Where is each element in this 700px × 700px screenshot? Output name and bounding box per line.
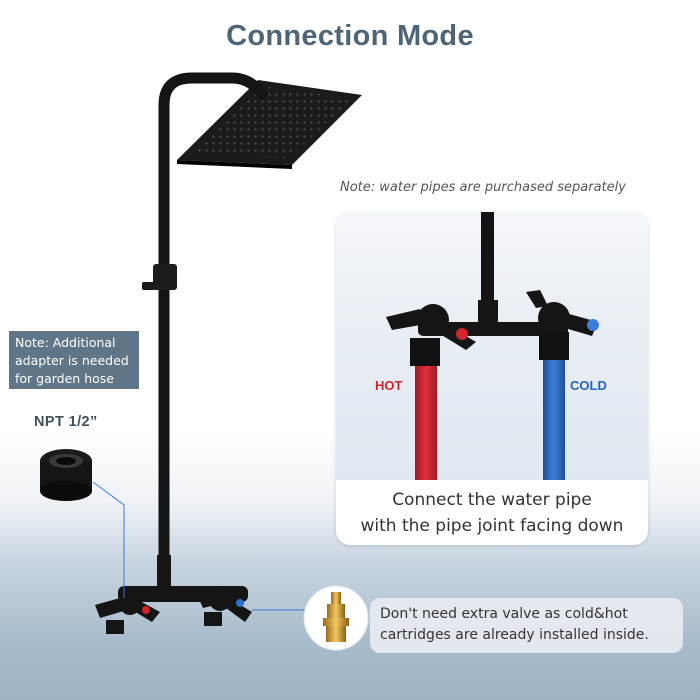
shower-head-icon	[177, 80, 362, 169]
hot-label: HOT	[375, 378, 403, 393]
mixer-valve-icon	[95, 555, 252, 634]
card-pipes-graphic	[386, 212, 599, 480]
cold-label: COLD	[570, 378, 607, 393]
brass-cartridge-icon	[303, 585, 369, 651]
npt-label: NPT 1/2”	[34, 414, 98, 430]
connection-card: HOT COLD Connect the water pipe with the…	[336, 212, 648, 545]
cold-pipe-icon	[543, 360, 565, 480]
adapter-fitting-icon	[40, 449, 92, 501]
pipes-note: Note: water pipes are purchased separate…	[340, 180, 626, 195]
garden-hose-note: Note: Additional adapter is needed for g…	[9, 331, 139, 389]
card-caption: Connect the water pipe with the pipe joi…	[336, 480, 648, 545]
cartridge-note: Don't need extra valve as cold&hot cartr…	[370, 598, 683, 653]
hot-pipe-icon	[415, 366, 437, 480]
page-title: Connection Mode	[226, 20, 474, 52]
